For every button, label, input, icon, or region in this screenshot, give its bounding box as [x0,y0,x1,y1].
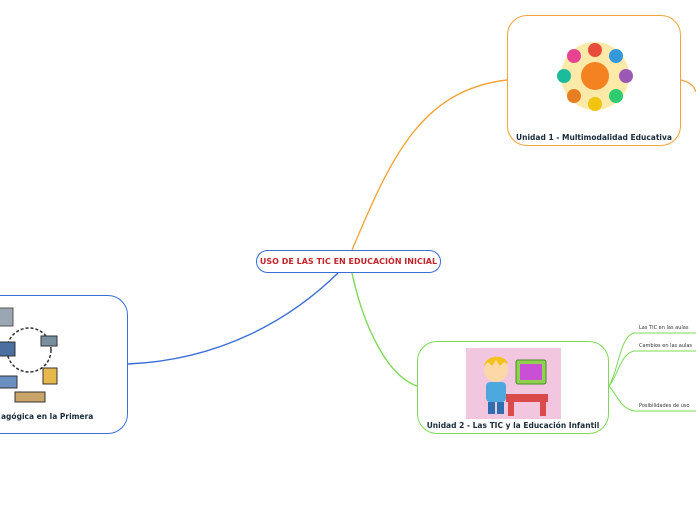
unit1-node[interactable]: Unidad 1 - Multimodalidad Educativa [507,15,681,146]
children-circle-illustration [557,42,633,111]
child-computer-illustration [466,348,561,419]
unit3-title: agógica en la Primera [1,412,94,421]
branch-unit1-continuation [680,79,696,93]
branch-subtopic-1 [608,332,696,387]
unit3-node[interactable]: agógica en la Primera [0,295,128,434]
central-topic-label: USO DE LAS TIC EN EDUCACIÓN INICIAL [259,257,438,266]
branch-unit3 [127,272,339,365]
unit2-title: Unidad 2 - Las TIC y la Educación Infant… [426,421,600,430]
branch-subtopic-3 [608,385,696,412]
subtopic-tic-en-aulas[interactable]: Las TIC en las aulas [639,325,689,331]
branch-unit1 [351,79,508,251]
technology-network-illustration [0,307,58,403]
subtopic-posibilidades-de-uso[interactable]: Posibilidades de uso [639,403,690,409]
branch-subtopic-2 [608,350,696,387]
unit2-node[interactable]: Unidad 2 - Las TIC y la Educación Infant… [417,341,609,434]
branch-unit2 [351,272,418,387]
unit1-title: Unidad 1 - Multimodalidad Educativa [516,133,672,142]
subtopic-cambios-en-aulas[interactable]: Cambios en las aulas [639,343,693,349]
central-topic[interactable]: USO DE LAS TIC EN EDUCACIÓN INICIAL [256,250,441,273]
